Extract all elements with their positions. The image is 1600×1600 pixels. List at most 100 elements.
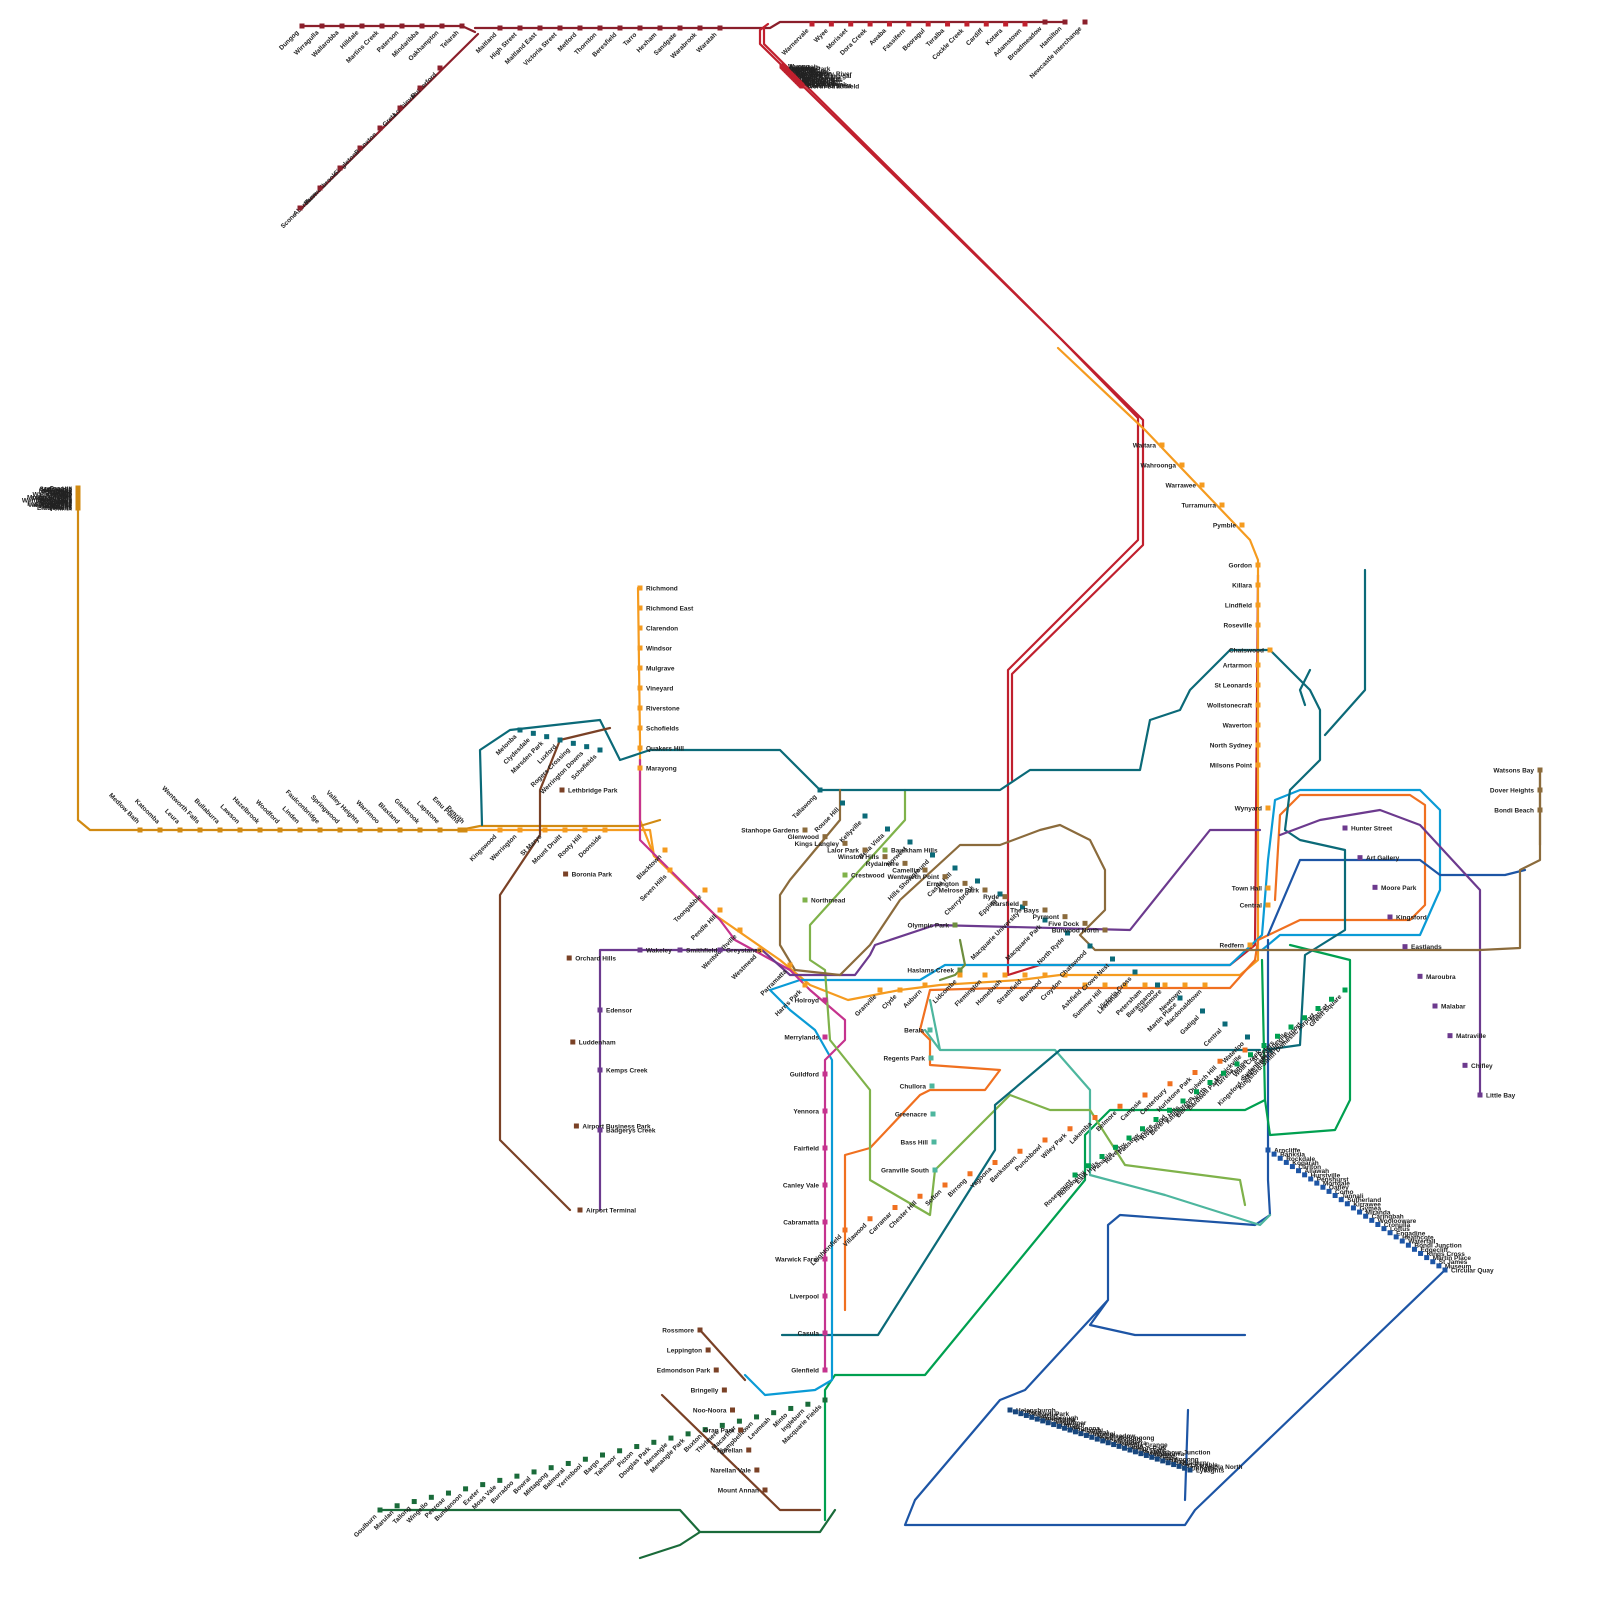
station-marker[interactable] bbox=[1242, 1047, 1248, 1053]
station-marker[interactable] bbox=[600, 1452, 605, 1458]
station-marker[interactable] bbox=[377, 1507, 383, 1513]
station-marker[interactable] bbox=[397, 827, 403, 833]
station[interactable]: St Leonards bbox=[1214, 682, 1261, 690]
station[interactable]: Little Bay bbox=[1477, 1092, 1516, 1100]
station-marker[interactable] bbox=[942, 1182, 948, 1188]
station-marker[interactable] bbox=[1192, 1070, 1198, 1075]
station[interactable]: Port Kembla bbox=[1171, 1462, 1218, 1469]
station[interactable]: Quakers Hill bbox=[637, 745, 685, 753]
station[interactable]: Wiley Park bbox=[1040, 1126, 1073, 1160]
station-marker[interactable] bbox=[1162, 982, 1168, 988]
station[interactable]: Minnamurra bbox=[1138, 1451, 1184, 1458]
station[interactable]: Cockle Creek bbox=[931, 21, 970, 62]
station-marker[interactable] bbox=[480, 1482, 486, 1488]
station-marker[interactable] bbox=[137, 827, 143, 833]
station-marker[interactable] bbox=[1418, 1250, 1424, 1256]
station-marker[interactable] bbox=[677, 25, 683, 31]
station[interactable]: Banksia bbox=[1271, 1151, 1306, 1159]
station-marker[interactable] bbox=[930, 1111, 936, 1117]
station[interactable]: Chester Hill bbox=[888, 1193, 923, 1230]
station-marker[interactable] bbox=[746, 1447, 752, 1453]
station-marker[interactable] bbox=[1338, 1197, 1344, 1203]
station-marker[interactable] bbox=[1199, 482, 1205, 488]
station-marker[interactable] bbox=[828, 21, 834, 27]
station[interactable]: Kings Cross bbox=[1418, 1250, 1465, 1258]
station-marker[interactable] bbox=[1245, 1034, 1250, 1040]
station[interactable]: Chatswood bbox=[1229, 647, 1273, 655]
station-marker[interactable] bbox=[1023, 1412, 1029, 1418]
station-marker[interactable] bbox=[877, 987, 883, 993]
station-marker[interactable] bbox=[1402, 944, 1408, 950]
station[interactable]: Gordon bbox=[1229, 562, 1261, 570]
station-marker[interactable] bbox=[1022, 21, 1028, 27]
station[interactable]: Heathcote bbox=[1393, 1234, 1434, 1241]
station[interactable]: Granville bbox=[854, 987, 883, 1019]
station[interactable]: Albion Park bbox=[1122, 1445, 1167, 1453]
station-marker[interactable] bbox=[1342, 825, 1348, 831]
station-marker[interactable] bbox=[822, 1108, 828, 1114]
station[interactable]: Five Dock bbox=[1048, 920, 1088, 928]
station-marker[interactable] bbox=[1042, 907, 1048, 913]
station[interactable]: Allawah bbox=[1296, 1168, 1329, 1175]
station-marker[interactable] bbox=[983, 21, 989, 27]
station-marker[interactable] bbox=[1234, 1061, 1240, 1067]
station[interactable]: Mulgrave bbox=[637, 665, 675, 673]
station-marker[interactable] bbox=[1082, 920, 1088, 926]
station[interactable]: Kembla Grange bbox=[1111, 1442, 1168, 1449]
station-marker[interactable] bbox=[907, 839, 913, 845]
station-marker[interactable] bbox=[862, 813, 868, 819]
station[interactable]: Clarendon bbox=[637, 625, 679, 633]
station-marker[interactable] bbox=[634, 1444, 640, 1450]
station-marker[interactable] bbox=[337, 165, 343, 171]
station[interactable]: Museum bbox=[1436, 1263, 1471, 1270]
station-marker[interactable] bbox=[1138, 1451, 1144, 1457]
station[interactable]: Werrington bbox=[489, 827, 523, 863]
station-marker[interactable] bbox=[1369, 1217, 1375, 1223]
station-marker[interactable] bbox=[1315, 1006, 1321, 1011]
station-marker[interactable] bbox=[637, 725, 643, 731]
station-marker[interactable] bbox=[237, 827, 243, 833]
station[interactable]: Narellan bbox=[717, 1447, 752, 1455]
station-marker[interactable] bbox=[1102, 982, 1108, 988]
station-marker[interactable] bbox=[802, 897, 808, 903]
station-marker[interactable] bbox=[1160, 1458, 1166, 1464]
station-marker[interactable] bbox=[1248, 1052, 1253, 1058]
station-marker[interactable] bbox=[771, 1410, 777, 1416]
station-marker[interactable] bbox=[1078, 1431, 1084, 1437]
station-marker[interactable] bbox=[927, 1027, 933, 1033]
station[interactable]: Rockdale bbox=[1277, 1155, 1316, 1163]
station[interactable]: Edmondson Park bbox=[657, 1367, 719, 1375]
station[interactable]: Edensor bbox=[597, 1007, 633, 1015]
station-marker[interactable] bbox=[799, 83, 805, 89]
station-marker[interactable] bbox=[1344, 1201, 1350, 1207]
station-marker[interactable] bbox=[822, 834, 828, 840]
station-marker[interactable] bbox=[805, 1401, 811, 1407]
station-marker[interactable] bbox=[542, 827, 548, 833]
station-marker[interactable] bbox=[1122, 1445, 1128, 1451]
station[interactable]: Leura bbox=[163, 808, 183, 833]
station-marker[interactable] bbox=[1065, 930, 1070, 936]
station-marker[interactable] bbox=[399, 23, 405, 29]
station-marker[interactable] bbox=[617, 1448, 623, 1454]
station[interactable]: Miranda bbox=[1357, 1209, 1391, 1217]
station-marker[interactable] bbox=[754, 1467, 760, 1473]
station-marker[interactable] bbox=[1126, 1135, 1132, 1141]
station[interactable]: Pyrmont bbox=[1033, 914, 1068, 921]
station[interactable]: Northmead bbox=[802, 897, 846, 905]
station-marker[interactable] bbox=[957, 967, 963, 973]
station-marker[interactable] bbox=[697, 1327, 703, 1333]
station-marker[interactable] bbox=[1062, 972, 1068, 978]
station[interactable]: Fairfield bbox=[794, 1145, 828, 1153]
station-marker[interactable] bbox=[299, 23, 305, 29]
station[interactable]: Winston Hills bbox=[838, 854, 888, 861]
station[interactable]: Oakhampton bbox=[407, 23, 445, 63]
station[interactable]: Kingsford bbox=[1387, 914, 1427, 922]
station[interactable]: Circular Quay bbox=[1442, 1267, 1495, 1275]
station[interactable]: Marayong bbox=[637, 765, 677, 773]
station-marker[interactable] bbox=[957, 972, 963, 978]
station[interactable]: Sefton bbox=[924, 1182, 948, 1208]
station[interactable]: Scarborough bbox=[1029, 1414, 1078, 1422]
station-marker[interactable] bbox=[1180, 1098, 1186, 1104]
station[interactable]: Airport Business Park bbox=[573, 1123, 651, 1131]
station[interactable]: Coniston bbox=[1100, 1438, 1137, 1445]
